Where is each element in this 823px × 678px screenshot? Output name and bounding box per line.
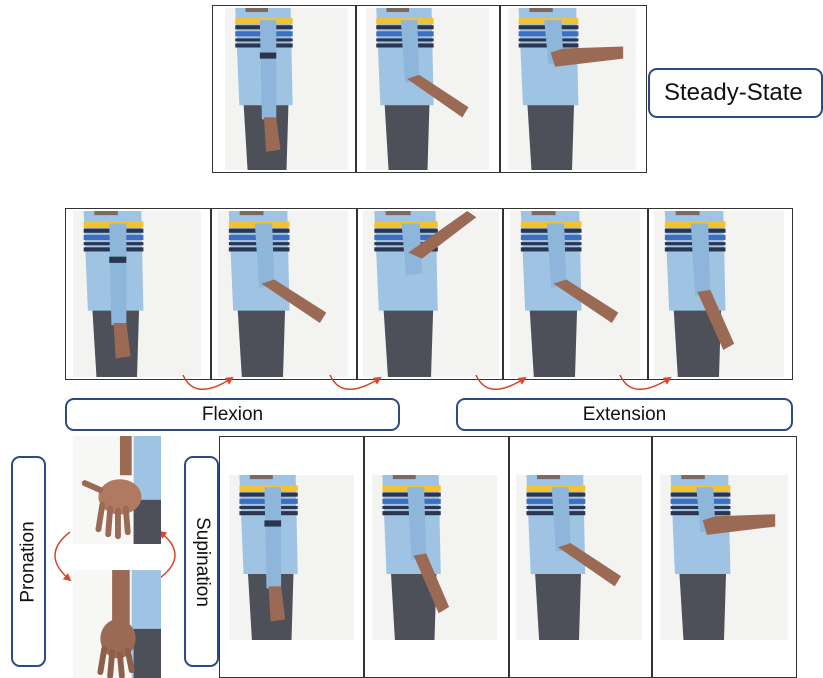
photo-flex-2 [218,211,348,377]
arm-forward-figure [516,475,642,640]
photo-flex-3 [363,211,499,377]
arm-down-figure [654,211,784,377]
arm-forward-figure [510,211,640,377]
arm-horizontal-figure [660,475,788,640]
arm-down-figure [372,475,497,640]
supination-label: Supination [184,456,219,667]
curved-arrow-icon [55,532,70,580]
photo-steady-2 [366,8,489,170]
frame-divider [508,437,510,677]
photo-ext-2 [654,211,784,377]
photo-sup-3 [516,475,642,640]
photo-ext-1 [510,211,640,377]
curved-arrow-icon [160,532,175,578]
frame-divider [647,209,649,379]
hand-palm-up-figure [73,436,161,544]
arm-down-figure [73,211,201,377]
arm-down-figure [229,475,354,640]
photo-steady-1 [225,8,348,170]
arm-horizontal-figure [508,8,636,170]
frame-divider [356,209,358,379]
flexion-label: Flexion [65,398,400,431]
photo-sup-1 [229,475,354,640]
frame-divider [499,6,501,172]
hand-palm-down-figure [73,570,161,678]
pronation-label: Pronation [11,456,46,667]
photo-hand-palm-up [73,436,161,544]
steady-state-label: Steady-State [648,68,823,118]
photo-sup-2 [372,475,497,640]
photo-sup-4 [660,475,788,640]
photo-hand-palm-down [73,570,161,678]
frame-divider [502,209,504,379]
frame-divider [651,437,653,677]
arm-forward-figure [366,8,489,170]
frame-divider [355,6,357,172]
photo-steady-3 [508,8,636,170]
arm-forward-figure [218,211,348,377]
frame-divider [210,209,212,379]
photo-flex-1 [73,211,201,377]
frame-divider [363,437,365,677]
extension-label: Extension [456,398,793,431]
arm-down-figure [225,8,348,170]
arm-raised-figure [363,211,499,377]
